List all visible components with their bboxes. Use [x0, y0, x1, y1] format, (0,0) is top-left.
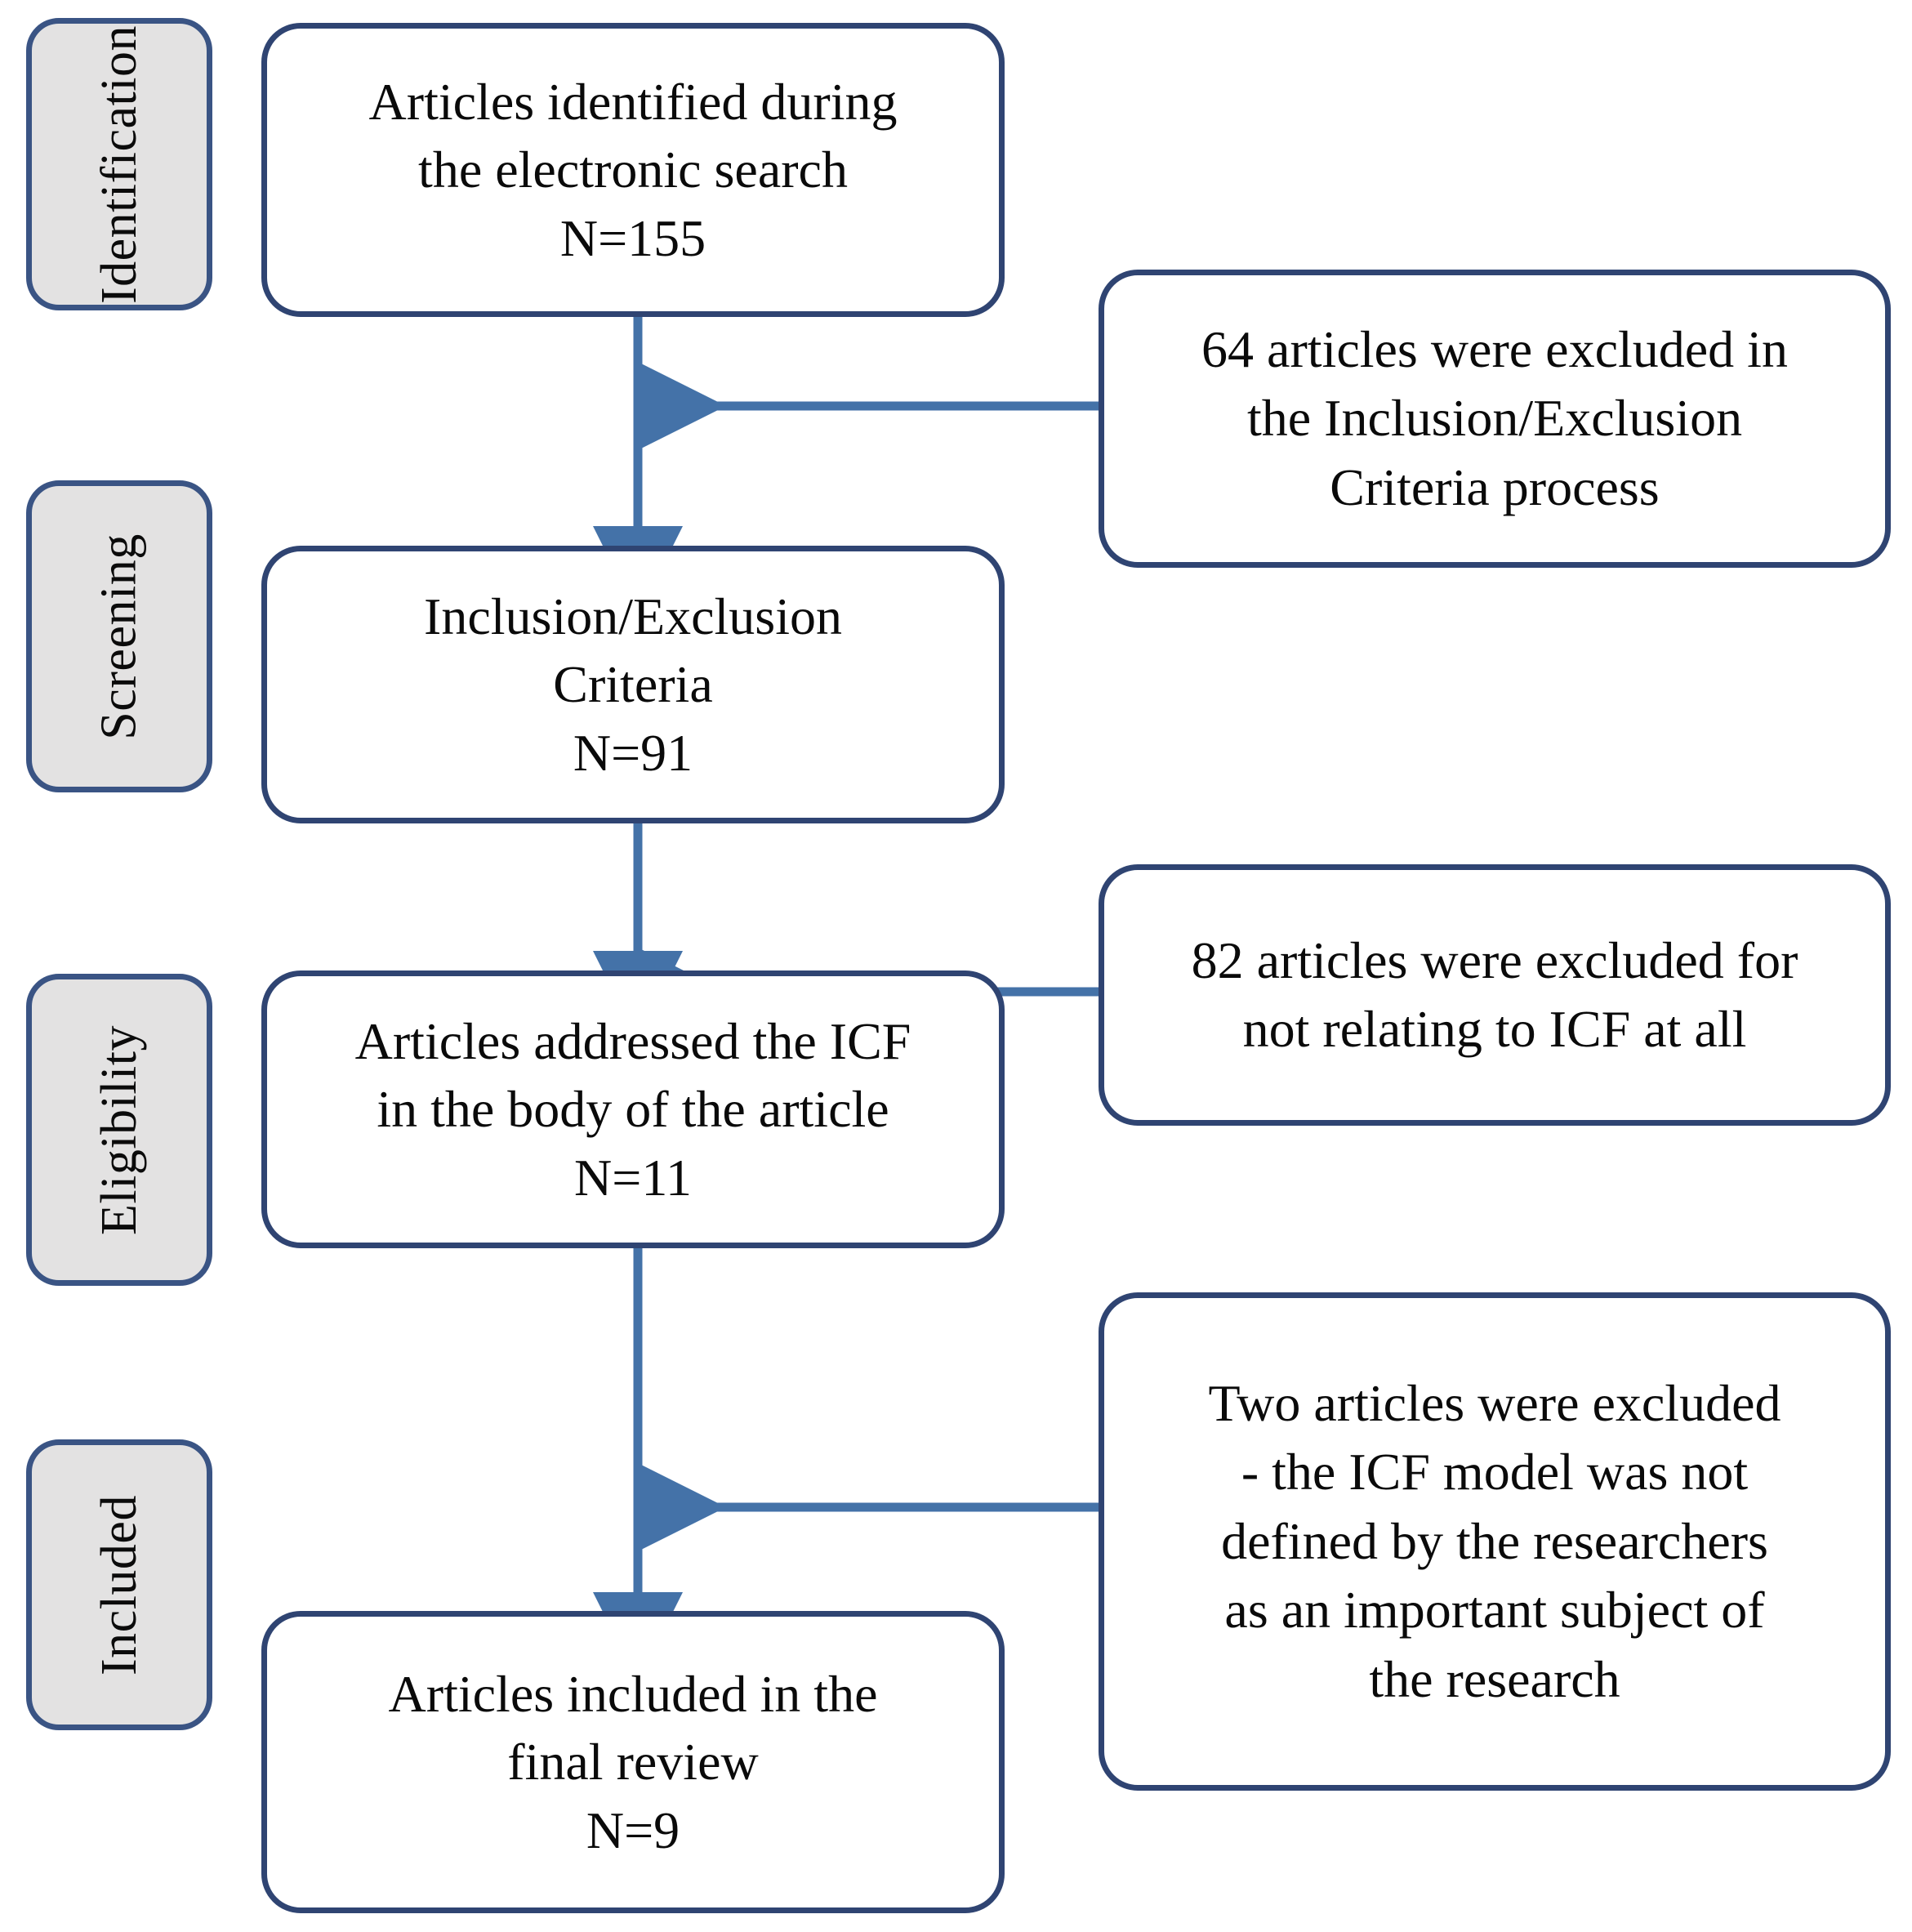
stage-label-identification: Identification [26, 18, 212, 310]
stage-label-text: Screening [91, 533, 147, 740]
stage-label-eligibility: Eligibility [26, 974, 212, 1286]
stage-label-screening: Screening [26, 480, 212, 792]
flow-box-criteria: Inclusion/Exclusion Criteria N=91 [261, 546, 1005, 823]
stage-label-text: Included [91, 1494, 147, 1675]
exclusion-box-text: 64 articles were excluded in the Inclusi… [1201, 319, 1788, 516]
flow-box-addressed-icf: Articles addressed the ICF in the body o… [261, 970, 1005, 1248]
stage-label-text: Identification [91, 25, 147, 304]
flow-box-identified: Articles identified during the electroni… [261, 23, 1005, 317]
flow-box-text: Inclusion/Exclusion Criteria N=91 [424, 587, 842, 782]
exclusion-box-model: Two articles were excluded - the ICF mod… [1099, 1292, 1891, 1791]
flow-box-included-final: Articles included in the final review N=… [261, 1611, 1005, 1913]
flow-box-text: Articles identified during the electroni… [368, 73, 898, 267]
flow-box-text: Articles included in the final review N=… [388, 1665, 878, 1859]
stage-label-included: Included [26, 1439, 212, 1730]
flow-box-text: Articles addressed the ICF in the body o… [354, 1012, 911, 1207]
exclusion-box-text: 82 articles were excluded for not relati… [1191, 930, 1798, 1058]
exclusion-box-criteria: 64 articles were excluded in the Inclusi… [1099, 270, 1891, 568]
exclusion-box-text: Two articles were excluded - the ICF mod… [1208, 1373, 1781, 1708]
exclusion-box-icf: 82 articles were excluded for not relati… [1099, 864, 1891, 1126]
stage-label-text: Eligibility [91, 1024, 147, 1235]
